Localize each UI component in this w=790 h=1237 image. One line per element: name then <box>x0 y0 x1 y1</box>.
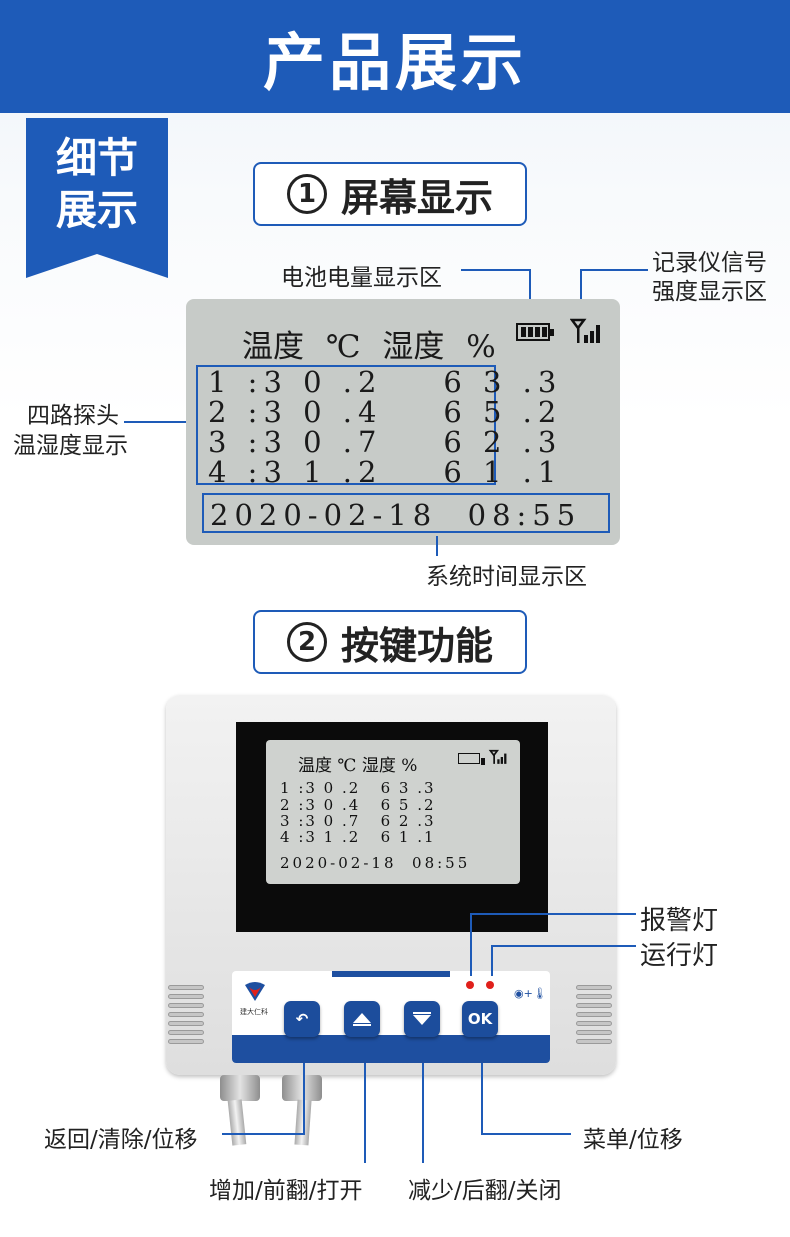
leader-line <box>461 269 531 271</box>
badge-text: 细节 展示 <box>26 132 168 236</box>
mini-probe-row: 3 :3 0 .7 6 2 .3 <box>280 812 436 830</box>
callout-probes-2: 温湿度显示 <box>13 433 128 459</box>
brand-logo-icon <box>245 982 265 1001</box>
device-lcd: 温度 ℃ 湿度 % 1 :3 0 .2 6 3 .3 2 :3 0 .4 6 5… <box>266 740 520 884</box>
device-body: 温度 ℃ 湿度 % 1 :3 0 .2 6 3 .3 2 :3 0 .4 6 5… <box>166 695 616 1075</box>
right-vent <box>576 985 612 1048</box>
hum-label: 湿度 <box>382 329 445 365</box>
section-title: 按键功能 <box>340 623 493 668</box>
alarm-led <box>466 981 474 989</box>
probe-cable <box>227 1099 247 1146</box>
leader-line <box>222 1133 305 1135</box>
lcd-header: 温度 ℃ 湿度 % <box>242 321 508 366</box>
leader-line <box>436 536 438 556</box>
callout-signal-2: 强度显示区 <box>652 279 767 305</box>
leader-line <box>470 913 472 976</box>
mini-probe-row: 1 :3 0 .2 6 3 .3 <box>280 779 436 797</box>
badge-line-2: 展示 <box>56 186 138 234</box>
section-title: 屏幕显示 <box>340 175 493 220</box>
probe-row: 4 :3 1 .2 6 1 .1 <box>208 455 563 489</box>
cable-gland <box>220 1075 260 1101</box>
leader-line <box>481 1063 483 1135</box>
header-banner: 产品展示 <box>0 0 790 113</box>
leader-line <box>529 269 531 319</box>
mini-lcd-header: 温度 ℃ 湿度 % <box>298 756 418 776</box>
mini-datetime: 2020-02-18 08:55 <box>280 854 471 872</box>
temp-hum-sensor-icon: ◉+🌡 <box>514 987 547 1000</box>
banner-title: 产品展示 <box>262 25 527 99</box>
left-vent <box>168 985 204 1048</box>
ok-button[interactable]: OK <box>462 1001 498 1037</box>
probe-readings-frame <box>196 365 496 485</box>
datetime-frame <box>202 493 610 533</box>
leader-line <box>491 945 493 976</box>
probe-row: 2 :3 0 .4 6 5 .2 <box>208 395 563 429</box>
signal-icon <box>570 318 600 343</box>
back-button[interactable]: ↶ <box>284 1001 320 1037</box>
leader-line <box>481 1133 571 1135</box>
section-number: 1 <box>286 174 327 214</box>
leader-line <box>470 913 636 915</box>
callout-back: 返回/清除/位移 <box>44 1127 198 1153</box>
callout-run-led: 运行灯 <box>640 941 719 971</box>
lcd-display: 温度 ℃ 湿度 % 1 :3 0 .2 6 3 .3 2 :3 0 .4 6 5… <box>186 299 620 545</box>
down-arrow-icon <box>413 1012 431 1025</box>
detail-badge: 细节 展示 <box>26 118 168 278</box>
leader-line <box>491 945 636 947</box>
callout-down: 减少/后翻/关闭 <box>408 1178 562 1204</box>
mini-signal-icon <box>488 749 507 764</box>
panel-base <box>232 1035 550 1063</box>
up-button[interactable] <box>344 1001 380 1037</box>
lcd-datetime: 2020-02-18 08:55 <box>210 498 582 532</box>
badge-line-1: 细节 <box>56 134 138 182</box>
badge-shape <box>26 118 168 278</box>
run-led <box>486 981 494 989</box>
leader-line <box>124 421 198 423</box>
callout-probes-1: 四路探头 <box>27 403 119 429</box>
leader-line <box>580 269 582 317</box>
brand-text: 建大仁科 <box>240 1008 268 1016</box>
mini-probe-row: 4 :3 1 .2 6 1 .1 <box>280 828 436 846</box>
probe-row: 3 :3 0 .7 6 2 .3 <box>208 425 563 459</box>
section-screen-heading: 1 屏幕显示 <box>253 162 527 226</box>
hum-unit: % <box>466 329 496 365</box>
callout-battery: 电池电量显示区 <box>281 265 442 291</box>
callout-signal-1: 记录仪信号 <box>652 250 767 276</box>
mini-battery-icon <box>458 753 485 765</box>
leader-line <box>580 269 648 271</box>
back-arrow-icon: ↶ <box>295 1010 309 1028</box>
section-number: 2 <box>286 622 327 662</box>
mini-probe-row: 2 :3 0 .4 6 5 .2 <box>280 796 436 814</box>
probe-row: 1 :3 0 .2 6 3 .3 <box>208 365 563 399</box>
cable-gland <box>282 1075 322 1101</box>
callout-alarm-led: 报警灯 <box>640 906 719 936</box>
leader-line <box>303 1063 305 1135</box>
callout-up: 增加/前翻/打开 <box>209 1178 363 1204</box>
battery-icon <box>516 323 554 341</box>
section-keys-heading: 2 按键功能 <box>253 610 527 674</box>
leader-line <box>364 1063 366 1163</box>
control-panel: 建大仁科 ◉+🌡 ↶ OK <box>232 971 550 1063</box>
down-button[interactable] <box>404 1001 440 1037</box>
device-screen: 温度 ℃ 湿度 % 1 :3 0 .2 6 3 .3 2 :3 0 .4 6 5… <box>236 722 548 932</box>
leader-line <box>422 1063 424 1163</box>
callout-menu: 菜单/位移 <box>583 1127 683 1153</box>
temp-label: 温度 <box>242 329 304 365</box>
panel-accent <box>332 971 450 977</box>
up-arrow-icon <box>353 1013 371 1026</box>
temp-unit: ℃ <box>325 329 361 365</box>
callout-time: 系统时间显示区 <box>426 564 587 590</box>
